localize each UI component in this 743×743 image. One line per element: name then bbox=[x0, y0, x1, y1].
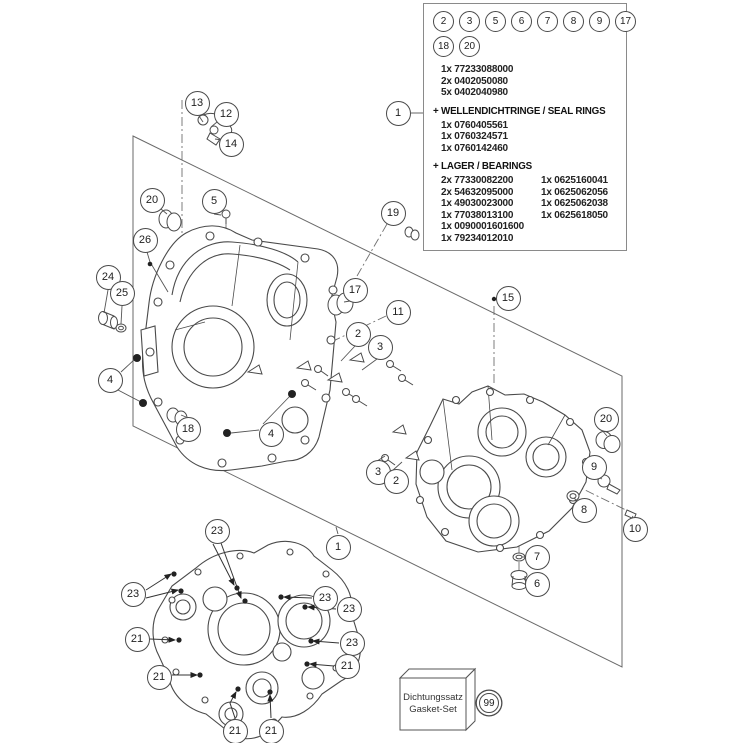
legend-callout-18[interactable]: 18 bbox=[433, 36, 454, 57]
callout-6[interactable]: 6 bbox=[524, 571, 550, 597]
part-number-row: 1x 0760405561 bbox=[441, 119, 508, 131]
bearings-header: + LAGER / BEARINGS bbox=[433, 161, 533, 172]
legend-callout-7[interactable]: 7 bbox=[537, 11, 558, 32]
legend-callout-3[interactable]: 3 bbox=[459, 11, 480, 32]
right-case-drawing bbox=[415, 385, 591, 553]
legend-callout-9[interactable]: 9 bbox=[589, 11, 610, 32]
gasket-set-box bbox=[398, 667, 477, 732]
part-number-row: 1x 0625160041 bbox=[541, 175, 608, 186]
callout-21[interactable]: 21 bbox=[146, 664, 172, 690]
callout-23[interactable]: 23 bbox=[312, 585, 338, 611]
part-number-row: 1x 49030023000 bbox=[441, 198, 514, 209]
callout-25[interactable]: 25 bbox=[109, 280, 135, 306]
callout-14[interactable]: 14 bbox=[218, 131, 244, 157]
callout-99[interactable]: 99 bbox=[479, 693, 499, 713]
legend-callout-20[interactable]: 20 bbox=[459, 36, 480, 57]
callout-18[interactable]: 18 bbox=[175, 416, 201, 442]
seal-rings-header: + WELLENDICHTRINGE / SEAL RINGS bbox=[433, 105, 606, 117]
part-number-row: 1x 0760142460 bbox=[441, 142, 508, 154]
callout-23[interactable]: 23 bbox=[339, 630, 365, 656]
callout-26[interactable]: 26 bbox=[132, 227, 158, 253]
fastener-dots bbox=[133, 261, 497, 695]
legend-callout-8[interactable]: 8 bbox=[563, 11, 584, 32]
part-number-row: 2x 54632095000 bbox=[441, 186, 514, 198]
callout-5[interactable]: 5 bbox=[201, 188, 227, 214]
legend-callout-5[interactable]: 5 bbox=[485, 11, 506, 32]
part-number-row: 1x 0760324571 bbox=[441, 131, 508, 142]
part-number-row: 1x 77038013100 bbox=[441, 209, 514, 221]
callout-23[interactable]: 23 bbox=[336, 596, 362, 622]
gasket-set-label-de: Dichtungssatz bbox=[403, 692, 463, 703]
legend-callout-2[interactable]: 2 bbox=[433, 11, 454, 32]
callout-20[interactable]: 20 bbox=[139, 187, 165, 213]
part-number-row: 1x 0090001601600 bbox=[441, 221, 525, 232]
callout-21[interactable]: 21 bbox=[222, 718, 248, 743]
callout-2[interactable]: 2 bbox=[345, 321, 371, 347]
part-number-row: 1x 77233088000 bbox=[441, 64, 514, 75]
callout-15[interactable]: 15 bbox=[495, 285, 521, 311]
callout-17[interactable]: 17 bbox=[342, 277, 368, 303]
legend-callout-17[interactable]: 17 bbox=[615, 11, 636, 32]
part-number-row: 1x 0625062038 bbox=[541, 198, 608, 209]
callout-7[interactable]: 7 bbox=[524, 544, 550, 570]
callout-13[interactable]: 13 bbox=[184, 90, 210, 116]
callout-21[interactable]: 21 bbox=[334, 653, 360, 679]
callout-21[interactable]: 21 bbox=[124, 626, 150, 652]
part-number-row: 1x 0625618050 bbox=[541, 209, 608, 221]
callout-4[interactable]: 4 bbox=[97, 367, 123, 393]
part-number-row: 2x 0402050080 bbox=[441, 75, 508, 87]
callout-4[interactable]: 4 bbox=[258, 421, 284, 447]
part-number-row: 1x 0625062056 bbox=[541, 186, 608, 198]
callout-10[interactable]: 10 bbox=[622, 516, 648, 542]
callout-19[interactable]: 19 bbox=[380, 200, 406, 226]
callout-9[interactable]: 9 bbox=[581, 454, 607, 480]
callout-1[interactable]: 1 bbox=[325, 534, 351, 560]
legend-callout-6[interactable]: 6 bbox=[511, 11, 532, 32]
gasket-set-label: Dichtungssatz Gasket-Set bbox=[400, 678, 466, 730]
part-number-row: 5x 0402040980 bbox=[441, 87, 508, 98]
frame-parallelogram bbox=[132, 135, 623, 668]
callout-20[interactable]: 20 bbox=[593, 406, 619, 432]
left-case-drawing bbox=[140, 225, 339, 472]
callout-23[interactable]: 23 bbox=[120, 581, 146, 607]
small-parts bbox=[98, 112, 637, 590]
callout-23[interactable]: 23 bbox=[204, 518, 230, 544]
callout-11[interactable]: 11 bbox=[385, 299, 411, 325]
gasket-set-label-en: Gasket-Set bbox=[409, 704, 457, 715]
part-number-row: 1x 79234012010 bbox=[441, 232, 514, 244]
callout-12[interactable]: 12 bbox=[213, 101, 239, 127]
callout-2[interactable]: 2 bbox=[383, 468, 409, 494]
callout-3[interactable]: 3 bbox=[367, 334, 393, 360]
bottom-case-drawing bbox=[152, 540, 361, 740]
part-number-row: 2x 77330082200 bbox=[441, 175, 514, 186]
callout-1[interactable]: 1 bbox=[385, 100, 411, 126]
callout-8[interactable]: 8 bbox=[571, 497, 597, 523]
callout-21[interactable]: 21 bbox=[258, 718, 284, 743]
